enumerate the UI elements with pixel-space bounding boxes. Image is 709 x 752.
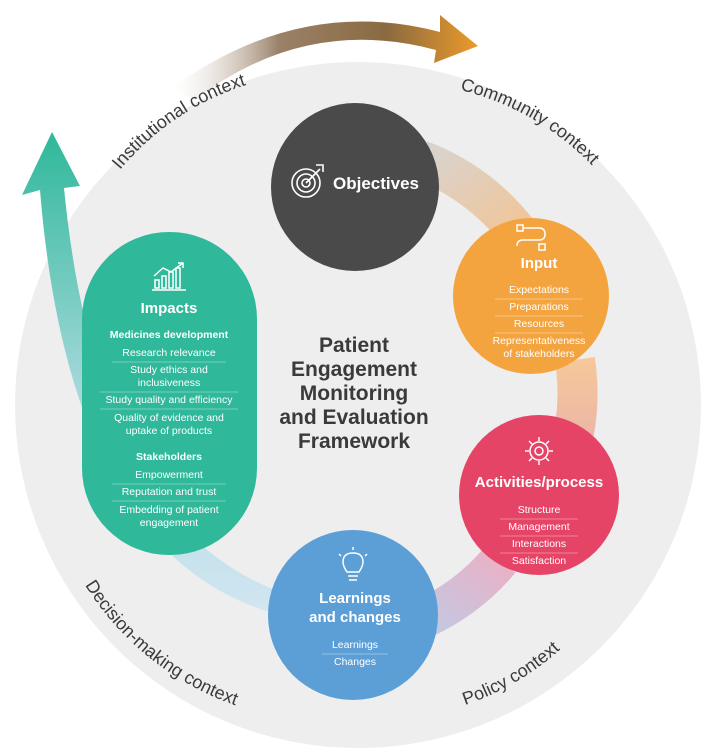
learnings-title-line: and changes (309, 609, 401, 626)
target-icon (291, 164, 324, 198)
impacts-section-heading: Medicines development (110, 329, 229, 341)
impacts-item: Empowerment (135, 469, 203, 481)
learnings-title-line: Learnings (319, 590, 391, 607)
impacts-item: inclusiveness (138, 377, 200, 389)
impacts-node: Impacts Medicines development Research r… (82, 232, 257, 555)
input-item: of stakeholders (503, 348, 574, 360)
top-arrow (172, 15, 478, 100)
impacts-item: Embedding of patient (119, 504, 218, 516)
impacts-item: Study ethics and (130, 364, 208, 376)
input-item: Preparations (509, 301, 569, 313)
impacts-item: Study quality and efficiency (105, 394, 233, 406)
impacts-title: Impacts (141, 300, 198, 317)
activities-item: Management (508, 521, 569, 533)
learnings-node: Learnings and changes Learnings Changes (268, 530, 438, 700)
center-title-line: and Evaluation (279, 406, 428, 429)
input-item: Resources (514, 318, 564, 330)
growth-chart-icon (152, 262, 186, 291)
learnings-item: Learnings (332, 639, 378, 651)
activities-title: Activities/process (475, 474, 603, 491)
impacts-item: Quality of evidence and (114, 412, 224, 424)
center-title-line: Monitoring (300, 382, 408, 405)
activities-node: Activities/process Structure Management … (459, 415, 619, 575)
learnings-item: Changes (334, 656, 376, 668)
impacts-item: Reputation and trust (122, 486, 217, 498)
impacts-section-heading: Stakeholders (136, 451, 202, 463)
objectives-title: Objectives (333, 174, 419, 193)
center-title-line: Engagement (291, 358, 417, 381)
lightbulb-icon (338, 547, 368, 581)
activities-item: Structure (518, 504, 561, 516)
center-title-line: Framework (298, 430, 410, 453)
gear-icon (525, 437, 553, 465)
objectives-node: Objectives (271, 103, 439, 271)
center-title: Patient Engagement Monitoring and Evalua… (279, 334, 428, 453)
activities-item: Satisfaction (512, 555, 566, 567)
input-item: Representativeness (493, 335, 586, 347)
center-title-line: Patient (319, 334, 389, 357)
impacts-item: uptake of products (126, 425, 212, 437)
impacts-item: Research relevance (122, 347, 216, 359)
input-node: Input Expectations Preparations Resource… (453, 218, 609, 374)
impacts-item: engagement (140, 517, 198, 529)
input-title: Input (521, 255, 558, 272)
workflow-icon (516, 224, 546, 251)
activities-item: Interactions (512, 538, 566, 550)
input-item: Expectations (509, 284, 569, 296)
